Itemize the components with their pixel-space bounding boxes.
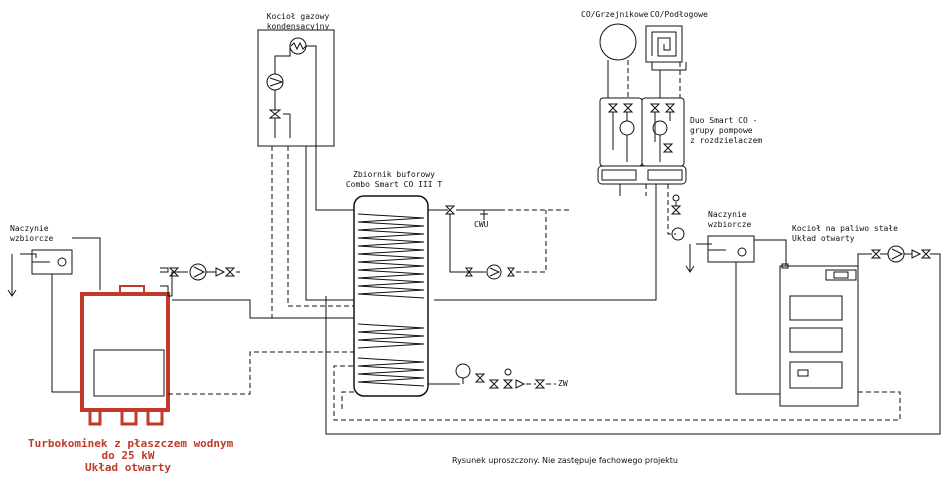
duo-smart-label-line1: Duo Smart CO - [690,116,758,125]
valve-icon [168,267,180,277]
solid-boiler-label-line1: Kocioł na paliwo stałe [792,224,898,233]
check-valve-icon [215,267,226,277]
check-valve-icon [911,249,922,259]
three-way-valve-icon [662,143,674,153]
cwu-label: CWU [474,220,489,229]
valve-icon [488,379,500,389]
expansion-vessel-icon [671,227,685,241]
disclaimer-text: Rysunek uproszczony. Nie zastępuje facho… [452,456,678,465]
expansion-vessel-icon [455,363,471,379]
pump-icon [189,263,207,281]
floor-heating-circuit [645,25,687,98]
fireplace-boiler [80,285,170,426]
three-way-valve-icon [444,205,456,215]
expansion-left-label-line1: Naczynie [10,224,49,233]
gas-boiler-label-line1: Kocioł gazowy [266,12,330,21]
valve-icon [664,103,676,113]
solid-boiler-label-line2: Układ otwarty [792,234,855,243]
floor-heating-label: CO/Podłogowe [650,10,708,19]
floor-coil-icon [645,25,683,63]
gas-boiler-label-line2: kondensacyjny [266,22,330,31]
duo-smart-label-line3: z rozdzielaczem [690,136,763,145]
heat-exchanger-icon [289,37,307,55]
pump-icon [266,73,284,91]
buffer-tank-label-line2: Combo Smart CO III T [345,180,443,189]
duo-smart-label-line2: grupy pompowe [690,126,753,135]
three-way-valve-icon [268,109,290,119]
check-valve-icon [465,267,473,277]
valve-icon [507,267,515,277]
check-valve-icon [515,379,526,389]
solid-boiler-label: Kocioł na paliwo stałe Układ otwarty [792,224,898,244]
valve-icon [870,249,882,259]
expansion-vessel-right [685,235,787,395]
valve-icon [224,267,236,277]
fireplace-label-line1: Turbokominek z płaszczem wodnym [28,437,234,450]
expansion-right-label: Naczynie wzbiorcze [708,210,751,230]
valve-icon [622,103,634,113]
expansion-right-label-line1: Naczynie [708,210,747,219]
radiators-label: CO/Grzejnikowe [581,10,649,19]
buffer-tank-label-line1: Zbiornik buforowy [353,170,435,179]
gas-boiler [257,29,354,211]
pump-icon [619,120,635,136]
valve-icon [502,379,514,389]
fireplace-label-line2: do 25 kW [101,449,155,462]
valve-icon [920,249,932,259]
expansion-vessel-left [7,237,101,393]
safety-valve-icon [474,373,486,383]
valve-icon [649,103,661,113]
buffer-tank-label: Zbiornik buforowy Combo Smart CO III T [340,170,448,190]
solid-fuel-boiler [779,263,859,407]
fireplace-label-line3: Układ otwarty [84,461,172,474]
expansion-left-label: Naczynie wzbiorcze [10,224,53,244]
fireplace-label: Turbokominek z płaszczem wodnym do 25 kW… [28,437,234,474]
radiator-icon [599,23,637,61]
expansion-right-label-line2: wzbiorcze [708,220,752,229]
safety-valve-icon [670,194,682,215]
radiator-circuit [599,23,637,98]
duo-smart-pump-groups [597,97,687,196]
zw-label: ZW [558,379,568,388]
gas-boiler-label: Kocioł gazowy kondensacyjny [258,12,338,32]
pump-icon [486,264,502,280]
buffer-tank [353,195,429,397]
duo-smart-label: Duo Smart CO - grupy pompowe z rozdziela… [690,116,762,146]
valve-icon [534,379,546,389]
expansion-left-label-line2: wzbiorcze [10,234,54,243]
valve-icon [607,103,619,113]
pump-icon [887,245,905,263]
